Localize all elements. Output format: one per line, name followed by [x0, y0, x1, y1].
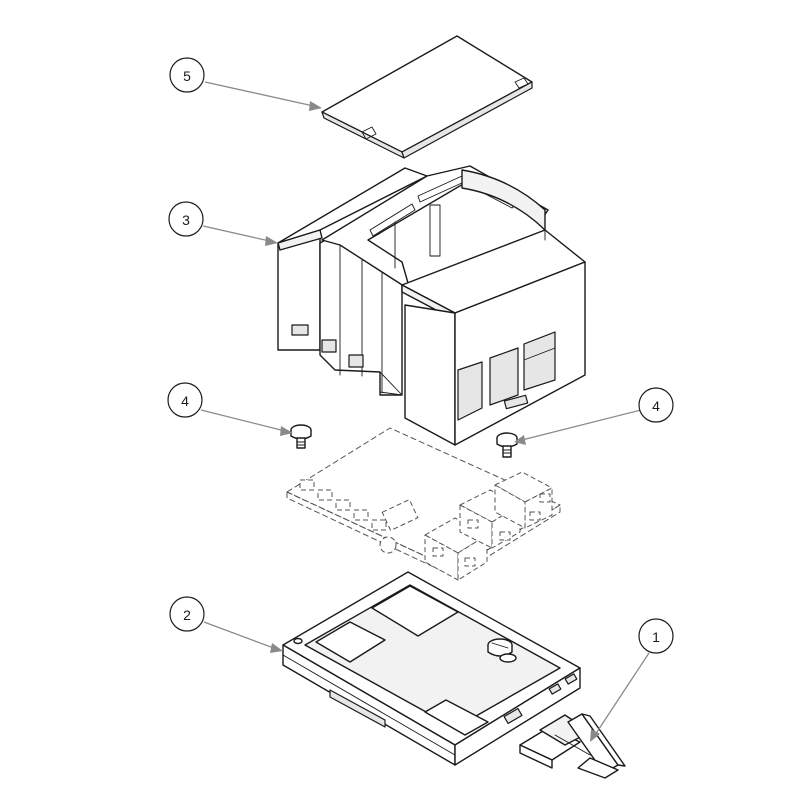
- callout-1[interactable]: 1: [638, 618, 674, 654]
- leader-4a: [200, 409, 290, 433]
- arrowhead-1: [590, 729, 600, 742]
- arrowhead-2: [270, 643, 283, 653]
- callout-2-circle: [169, 596, 205, 632]
- screw-left: [290, 424, 312, 449]
- callout-4-left-label: 4: [181, 393, 189, 409]
- arrowhead-4a: [280, 426, 293, 436]
- leader-2: [203, 621, 280, 651]
- callout-5-circle: [169, 57, 205, 93]
- callout-3-label: 3: [182, 212, 190, 228]
- arrowhead-4b: [514, 435, 526, 445]
- arrowhead-3: [265, 236, 278, 246]
- callout-4-left-circle: [167, 382, 203, 418]
- base-tray: [282, 571, 581, 766]
- callout-4-right-circle: [638, 387, 674, 423]
- din-rail-clip: [519, 713, 626, 779]
- leader-4b: [517, 409, 642, 442]
- leader-lines: [200, 81, 650, 742]
- callout-2-label: 2: [183, 607, 191, 623]
- housing: [277, 165, 586, 446]
- callout-4-left[interactable]: 4: [167, 382, 203, 418]
- callout-4-right-label: 4: [652, 398, 660, 414]
- callout-1-label: 1: [652, 629, 660, 645]
- callout-4-right[interactable]: 4: [638, 387, 674, 423]
- cover-plate: [321, 35, 533, 159]
- callout-2[interactable]: 2: [169, 596, 205, 632]
- circuit-board-phantom: [286, 427, 561, 581]
- callout-3-circle: [168, 201, 204, 237]
- callout-1-circle: [638, 618, 674, 654]
- leader-3: [202, 225, 275, 243]
- callout-5-label: 5: [183, 68, 191, 84]
- screw-right: [496, 432, 518, 458]
- callout-5[interactable]: 5: [169, 57, 205, 93]
- leader-1: [592, 652, 650, 739]
- leader-5: [204, 81, 319, 108]
- arrowhead-5: [309, 101, 322, 111]
- callout-3[interactable]: 3: [168, 201, 204, 237]
